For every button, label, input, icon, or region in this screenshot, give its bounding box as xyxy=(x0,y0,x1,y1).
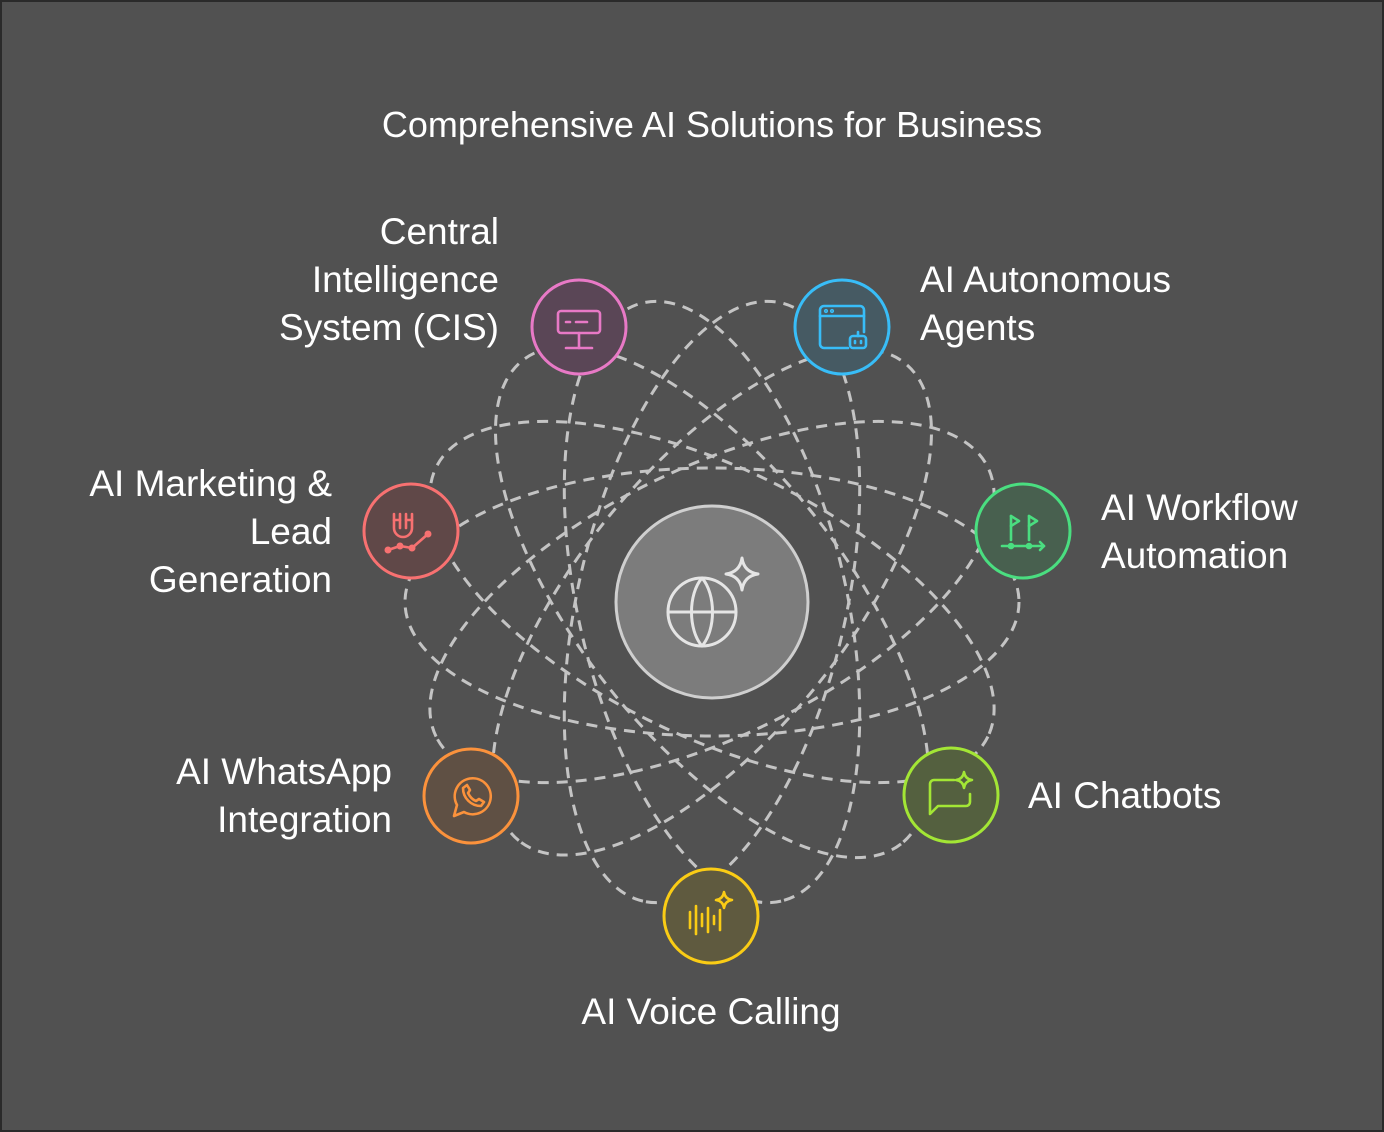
node-whatsapp[interactable] xyxy=(422,747,520,845)
orbit-ellipse xyxy=(562,299,862,905)
label-line: Integration xyxy=(217,799,392,840)
orbit-ellipse xyxy=(493,344,931,860)
label-line: Intelligence xyxy=(311,259,499,300)
node-workflow[interactable] xyxy=(974,482,1072,580)
label-line: AI WhatsApp xyxy=(176,751,392,792)
label-chatbots: AI Chatbots xyxy=(1028,772,1221,820)
whatsapp-icon xyxy=(452,776,493,818)
node-chatbots[interactable] xyxy=(902,746,1000,844)
label-line: AI Marketing & xyxy=(89,463,332,504)
label-line: Agents xyxy=(920,307,1036,348)
globe-sparkle-icon xyxy=(666,556,760,648)
label-line: Generation xyxy=(148,559,332,600)
monitor-icon xyxy=(556,309,602,350)
label-line: Central xyxy=(379,211,499,252)
label-line: AI Workflow xyxy=(1101,487,1298,528)
hub-node xyxy=(614,504,810,700)
label-line: System (CIS) xyxy=(279,307,499,348)
node-marketing[interactable] xyxy=(362,482,460,580)
label-line: AI Chatbots xyxy=(1028,775,1222,816)
flags-route-icon xyxy=(1000,514,1046,552)
node-voice[interactable] xyxy=(662,867,760,965)
orbit-ellipse xyxy=(428,419,996,785)
label-cis: Central Intelligence System (CIS) xyxy=(279,208,499,352)
label-whatsapp: AI WhatsApp Integration xyxy=(176,748,392,844)
node-cis[interactable] xyxy=(530,278,628,376)
orbit-ellipse xyxy=(428,419,996,785)
soundwave-sparkle-icon xyxy=(688,890,734,936)
label-agents: AI Autonomous Agents xyxy=(920,256,1171,352)
orbit-ellipse xyxy=(491,347,933,857)
magnet-chart-icon xyxy=(384,512,432,554)
label-line: Automation xyxy=(1101,535,1289,576)
label-workflow: AI Workflow Automation xyxy=(1101,484,1298,580)
label-voice: AI Voice Calling xyxy=(511,988,911,1036)
label-line: AI Voice Calling xyxy=(581,991,841,1032)
orbit-ellipse xyxy=(562,299,862,905)
label-line: Lead xyxy=(249,511,332,552)
chat-sparkle-icon xyxy=(928,770,974,816)
node-agents[interactable] xyxy=(793,278,891,376)
page-title: Comprehensive AI Solutions for Business xyxy=(381,104,1043,145)
orbit-paths xyxy=(403,299,1021,905)
label-marketing: AI Marketing & Lead Generation xyxy=(89,460,332,604)
label-line: AI Autonomous xyxy=(920,259,1171,300)
browser-bot-icon xyxy=(818,304,868,350)
orbit-ellipse xyxy=(403,466,1021,738)
